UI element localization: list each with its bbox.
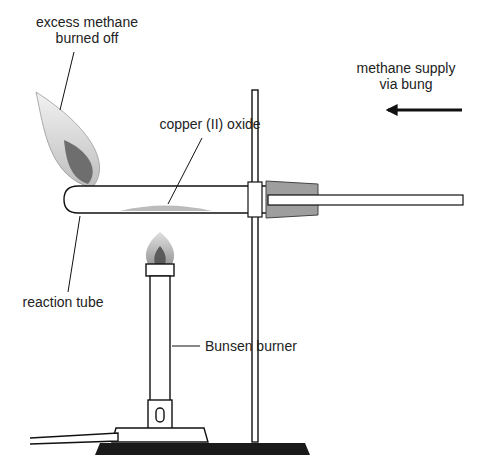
copper-oxide bbox=[120, 206, 212, 212]
flame-label: excess methane burned off bbox=[22, 14, 152, 46]
burner-label: Bunsen burner bbox=[205, 338, 315, 354]
retort-stand bbox=[95, 90, 310, 455]
excess-flame bbox=[36, 92, 100, 188]
bunsen-flame bbox=[146, 232, 174, 264]
bunsen-burner bbox=[30, 264, 208, 444]
gas-flow-arrow bbox=[388, 109, 462, 112]
clamp bbox=[248, 182, 262, 217]
substance-label: copper (II) oxide bbox=[140, 116, 280, 132]
tube-label: reaction tube bbox=[8, 294, 118, 310]
reaction-tube bbox=[64, 110, 463, 218]
delivery-pipe bbox=[268, 195, 463, 205]
gas-supply-label: methane supply via bung bbox=[346, 60, 466, 92]
